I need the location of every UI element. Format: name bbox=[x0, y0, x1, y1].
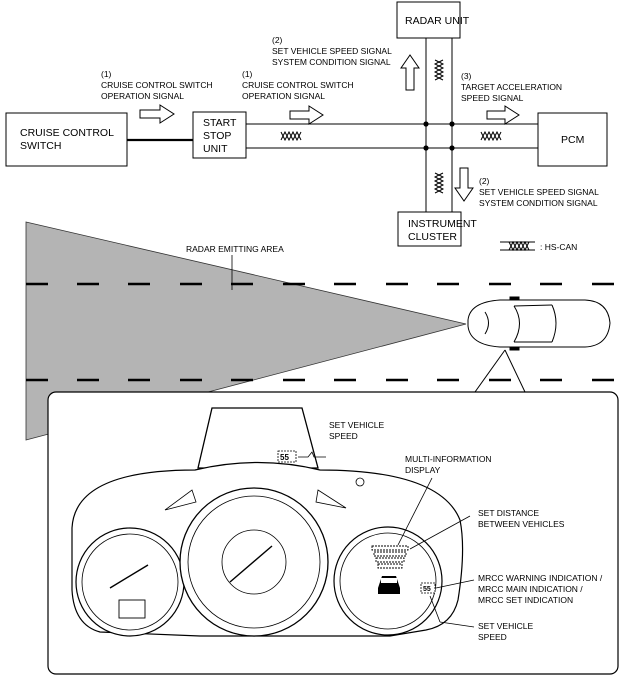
car-icon bbox=[467, 296, 611, 351]
svg-text:SPEED SIGNAL: SPEED SIGNAL bbox=[461, 93, 524, 103]
mrcc-icon-top: 55 bbox=[277, 450, 297, 463]
speed-value-top: 55 bbox=[280, 453, 289, 462]
signal-2-top-label: (2) SET VEHICLE SPEED SIGNAL SYSTEM COND… bbox=[272, 35, 392, 67]
leader-lines bbox=[298, 451, 475, 628]
arrow-signal-2-down bbox=[454, 167, 474, 202]
instrument-label-2: CLUSTER bbox=[408, 231, 457, 243]
block-cruise-switch: CRUISE CONTROL SWITCH bbox=[5, 112, 128, 167]
svg-text:MRCC WARNING INDICATION /: MRCC WARNING INDICATION / bbox=[478, 573, 603, 583]
svg-text:MRCC SET INDICATION: MRCC SET INDICATION bbox=[478, 595, 573, 605]
mrcc-icon-right: 55 bbox=[420, 582, 436, 594]
indicator-lamp bbox=[355, 477, 365, 487]
svg-text:(2): (2) bbox=[272, 35, 283, 45]
ssu-label-2: STOP bbox=[203, 130, 231, 142]
own-vehicle-icon bbox=[378, 576, 400, 594]
svg-text:BETWEEN VEHICLES: BETWEEN VEHICLES bbox=[478, 519, 565, 529]
signal-2-bottom-label: (2) SET VEHICLE SPEED SIGNAL SYSTEM COND… bbox=[479, 176, 599, 208]
signal-3-label: (3) TARGET ACCELERATION SPEED SIGNAL bbox=[461, 71, 562, 103]
svg-text:SET DISTANCE: SET DISTANCE bbox=[478, 508, 539, 518]
arrow-signal-1-left bbox=[139, 104, 175, 124]
svg-text:SET VEHICLE SPEED SIGNAL: SET VEHICLE SPEED SIGNAL bbox=[272, 46, 392, 56]
left-gauge bbox=[75, 527, 185, 637]
legend-hs-can: : HS-CAN bbox=[500, 241, 577, 252]
signal-1-left-label: (1) CRUISE CONTROL SWITCH OPERATION SIGN… bbox=[101, 69, 213, 101]
block-start-stop-unit: START STOP UNIT bbox=[192, 111, 247, 159]
active-driving-display bbox=[197, 407, 319, 469]
pcm-label: PCM bbox=[561, 134, 584, 146]
svg-text:SPEED: SPEED bbox=[478, 632, 507, 642]
radar-emitting-area bbox=[25, 221, 467, 441]
label-mrcc-indication: MRCC WARNING INDICATION / MRCC MAIN INDI… bbox=[478, 573, 603, 605]
arrow-signal-3 bbox=[486, 105, 520, 125]
svg-text:(1): (1) bbox=[242, 69, 253, 79]
svg-text:(3): (3) bbox=[461, 71, 472, 81]
radar-label: RADAR UNIT bbox=[405, 15, 470, 27]
svg-text:DISPLAY: DISPLAY bbox=[405, 465, 441, 475]
trim bbox=[164, 489, 197, 511]
svg-text:SYSTEM CONDITION SIGNAL: SYSTEM CONDITION SIGNAL bbox=[479, 198, 598, 208]
arrow-signal-1-mid bbox=[289, 105, 324, 125]
arrow-signal-2-up bbox=[400, 54, 420, 91]
svg-text:MULTI-INFORMATION: MULTI-INFORMATION bbox=[405, 454, 492, 464]
block-pcm: PCM bbox=[537, 112, 608, 167]
signal-1-mid-label: (1) CRUISE CONTROL SWITCH OPERATION SIGN… bbox=[242, 69, 354, 101]
node bbox=[449, 121, 455, 127]
node bbox=[423, 145, 429, 151]
svg-text:SET VEHICLE SPEED SIGNAL: SET VEHICLE SPEED SIGNAL bbox=[479, 187, 599, 197]
trim bbox=[315, 489, 347, 509]
cruise-switch-label-1: CRUISE CONTROL bbox=[20, 127, 114, 139]
set-distance-bars bbox=[371, 545, 409, 569]
twisted-pair-instrument bbox=[434, 172, 444, 194]
svg-text:SET VEHICLE: SET VEHICLE bbox=[478, 621, 533, 631]
cruise-switch-label-2: SWITCH bbox=[20, 140, 61, 152]
twisted-pair-radar bbox=[434, 59, 444, 81]
svg-text:SPEED: SPEED bbox=[329, 431, 358, 441]
svg-text:MRCC MAIN INDICATION /: MRCC MAIN INDICATION / bbox=[478, 584, 583, 594]
label-set-vehicle-speed-top: SET VEHICLE SPEED bbox=[329, 420, 384, 441]
callout-line bbox=[504, 349, 526, 393]
svg-text:CRUISE CONTROL SWITCH: CRUISE CONTROL SWITCH bbox=[242, 80, 354, 90]
instrument-label-1: INSTRUMENT bbox=[408, 218, 477, 230]
label-set-vehicle-speed-bottom: SET VEHICLE SPEED bbox=[478, 621, 533, 642]
svg-text:(2): (2) bbox=[479, 176, 490, 186]
label-set-distance: SET DISTANCE BETWEEN VEHICLES bbox=[478, 508, 565, 529]
svg-text:OPERATION SIGNAL: OPERATION SIGNAL bbox=[101, 91, 184, 101]
radar-area-label: RADAR EMITTING AREA bbox=[186, 244, 284, 254]
twisted-pair-ssu bbox=[280, 131, 302, 141]
node bbox=[449, 145, 455, 151]
legend-label: : HS-CAN bbox=[540, 242, 577, 252]
speed-value-right: 55 bbox=[423, 586, 431, 593]
svg-text:OPERATION SIGNAL: OPERATION SIGNAL bbox=[242, 91, 325, 101]
ssu-label-3: UNIT bbox=[203, 143, 228, 155]
label-multi-information-display: MULTI-INFORMATION DISPLAY bbox=[405, 454, 492, 475]
svg-text:SET VEHICLE: SET VEHICLE bbox=[329, 420, 384, 430]
svg-text:(1): (1) bbox=[101, 69, 112, 79]
callout-line bbox=[474, 349, 506, 393]
svg-text:CRUISE CONTROL SWITCH: CRUISE CONTROL SWITCH bbox=[101, 80, 213, 90]
block-radar-unit: RADAR UNIT bbox=[396, 1, 470, 39]
node bbox=[423, 121, 429, 127]
svg-text:SYSTEM CONDITION SIGNAL: SYSTEM CONDITION SIGNAL bbox=[272, 57, 391, 67]
speedometer bbox=[179, 487, 329, 637]
twisted-pair-pcm bbox=[480, 131, 502, 141]
svg-text:TARGET ACCELERATION: TARGET ACCELERATION bbox=[461, 82, 562, 92]
block-instrument-cluster: INSTRUMENT CLUSTER bbox=[397, 211, 477, 247]
ssu-label-1: START bbox=[203, 117, 237, 129]
